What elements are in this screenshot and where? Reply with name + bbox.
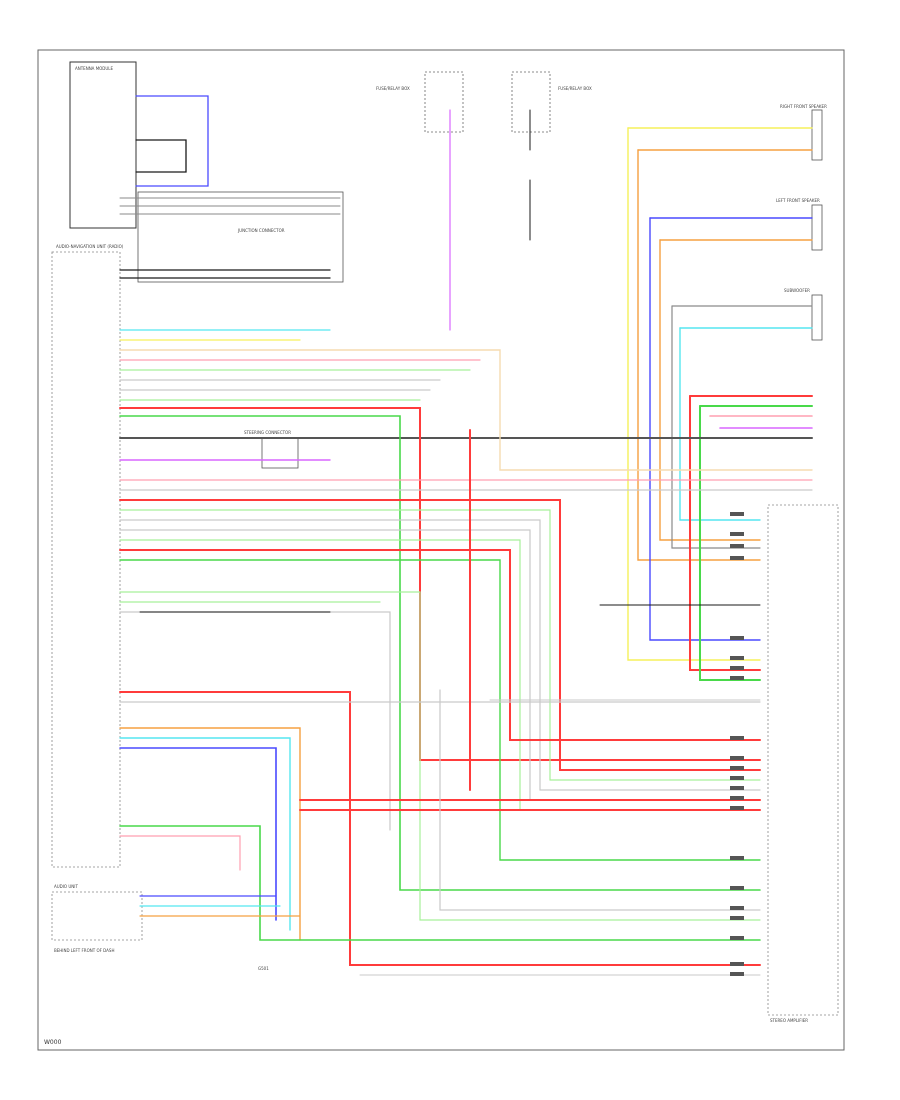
ecu-boundary <box>51 251 121 868</box>
stereo-amplifier-label: STEREO AMPLIFIER <box>770 1018 808 1023</box>
ecu-header-label: AUDIO-NAVIGATION UNIT (RADIO) <box>56 244 124 249</box>
fuse-box-left <box>424 71 464 133</box>
wire-blue-bottom <box>119 747 277 921</box>
steering-connector-box <box>261 437 299 469</box>
wire-pink-bottom <box>119 835 241 871</box>
wire-orange-bottom <box>119 727 301 941</box>
antenna-module-label: ANTENNA MODULE <box>75 66 114 71</box>
wire-green-pin-5 <box>119 559 761 861</box>
wire-lightgray-right-1 <box>439 689 761 911</box>
wire-black-antenna <box>135 139 187 173</box>
wire-lightgreen-pin-6 <box>119 591 761 921</box>
wire-red-main-4 <box>119 691 761 966</box>
stereo-amplifier-boundary <box>767 504 839 1016</box>
right-terminal-markers <box>730 512 744 976</box>
diagram-frame <box>37 49 845 1051</box>
wire-orange-lf-down <box>659 239 761 541</box>
wire-red-main-1 <box>119 407 761 761</box>
wire-gray-sub-down <box>671 305 761 549</box>
bottom-left-note: BEHIND LEFT FRONT OF DASH <box>54 948 114 953</box>
steering-connector-label: STEERING CONNECTOR <box>244 430 291 435</box>
fuse-box-left-label: FUSE/RELAY BOX <box>376 86 410 91</box>
audio-unit-label: AUDIO UNIT <box>54 884 78 889</box>
left-front-speaker-connector <box>811 204 823 251</box>
audio-unit-box <box>51 891 143 941</box>
wire-cyan-sub-down <box>679 327 761 521</box>
wire-blue-lf-down <box>649 217 761 641</box>
right-front-speaker-label: RIGHT FRONT SPEAKER <box>780 104 827 109</box>
wire-lightgreen-pin-3 <box>119 509 761 781</box>
harness-connector-box <box>137 191 344 283</box>
wire-red-main-3 <box>119 549 761 741</box>
wire-yellow-rf-down <box>627 127 761 661</box>
wire-red-main-2 <box>119 499 761 771</box>
right-front-speaker-connector <box>811 109 823 161</box>
wire-blue-antenna <box>135 95 209 187</box>
junction-connector-label: JUNCTION CONNECTOR <box>237 228 285 233</box>
wire-green-bottom <box>119 825 761 941</box>
wires-group <box>119 95 813 976</box>
fuse-box-right-label: FUSE/RELAY BOX <box>558 86 592 91</box>
wire-lightgray-pin-4 <box>119 519 761 791</box>
fuse-box-right <box>511 71 551 133</box>
ground-label: G501 <box>258 966 269 971</box>
wire-cyan-bottom <box>119 737 291 931</box>
wire-beige-pin <box>119 349 813 471</box>
subwoofer-label: SUBWOOFER <box>784 288 810 293</box>
wire-green-main-1 <box>119 415 761 891</box>
footer-label: W000 <box>44 1039 62 1046</box>
subwoofer-connector <box>811 294 823 341</box>
antenna-module-box <box>69 61 137 229</box>
wire-orange-rf-down <box>637 149 761 561</box>
left-front-speaker-label: LEFT FRONT SPEAKER <box>776 198 820 203</box>
